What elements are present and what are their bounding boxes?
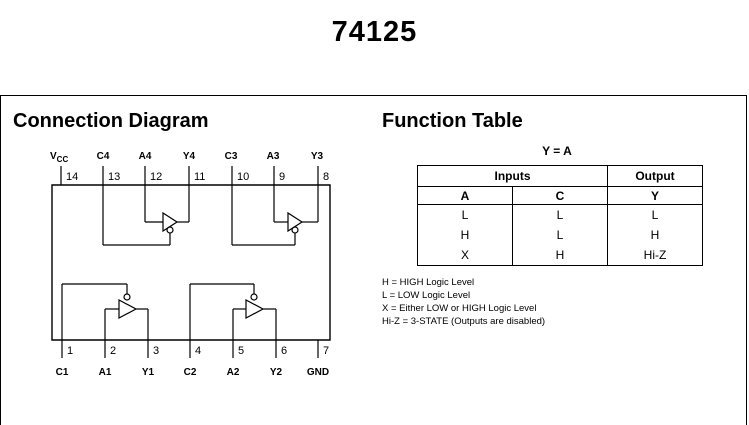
- table-cell: L: [512, 225, 608, 245]
- pin-number: 14: [66, 171, 78, 183]
- pin-number: 1: [67, 345, 73, 357]
- pin-number: 13: [108, 171, 120, 183]
- column-header: C: [512, 186, 608, 205]
- table-cell: L: [417, 204, 513, 225]
- pin-name: A3: [267, 151, 280, 162]
- pin-number: 5: [238, 345, 244, 357]
- pin-name: C2: [184, 367, 197, 378]
- output-header: Output: [607, 165, 703, 187]
- pin-number: 9: [279, 171, 285, 183]
- table-cell: H: [512, 245, 608, 266]
- pin-name: A1: [99, 367, 112, 378]
- pin-number: 4: [195, 345, 201, 357]
- pin-name: A2: [227, 367, 240, 378]
- column-header: Y: [607, 186, 703, 205]
- pin-number: 12: [150, 171, 162, 183]
- legend-item: Hi-Z = 3-STATE (Outputs are disabled): [382, 316, 546, 327]
- pin-name: C3: [225, 151, 238, 162]
- legend-item: X = Either LOW or HIGH Logic Level: [382, 303, 537, 314]
- pin-name: C1: [56, 367, 69, 378]
- column-header: A: [417, 186, 513, 205]
- pin-number: 7: [323, 345, 329, 357]
- pin-name: VCC: [50, 151, 68, 164]
- pin-name: C4: [97, 151, 110, 162]
- frame-top-border: [0, 95, 747, 96]
- function-table: Inputs Output A C Y L L L H L H X H Hi-Z: [417, 165, 703, 266]
- pin-name: Y2: [270, 367, 283, 378]
- table-cell: H: [417, 225, 513, 245]
- logic-equation: Y = A: [542, 144, 572, 158]
- pin-number: 8: [323, 171, 329, 183]
- table-cell: L: [512, 204, 608, 225]
- legend: H = HIGH Logic Level L = LOW Logic Level…: [382, 276, 545, 328]
- pin-name: Y4: [183, 151, 196, 162]
- pin-name: Y3: [311, 151, 324, 162]
- table-row: H L H: [417, 225, 703, 245]
- frame-left-border: [0, 95, 1, 425]
- table-cell: Hi-Z: [607, 245, 703, 266]
- inputs-header: Inputs: [417, 165, 608, 187]
- pin-number: 3: [153, 345, 159, 357]
- legend-item: H = HIGH Logic Level: [382, 277, 475, 288]
- table-row: L L L: [417, 204, 703, 225]
- table-cell: L: [607, 204, 703, 225]
- pin-name: Y1: [142, 367, 155, 378]
- part-number: 74125: [331, 16, 418, 48]
- frame-right-border: [746, 95, 747, 425]
- pin-number: 6: [281, 345, 287, 357]
- table-cell: X: [417, 245, 513, 266]
- function-table-title: Function Table: [382, 110, 523, 132]
- pin-number: 11: [194, 171, 205, 183]
- table-row: X H Hi-Z: [417, 245, 703, 266]
- connection-diagram-title: Connection Diagram: [13, 110, 209, 132]
- pin-number: 2: [110, 345, 116, 357]
- pin-name: A4: [139, 151, 152, 162]
- legend-item: L = LOW Logic Level: [382, 290, 471, 301]
- pin-number: 10: [237, 171, 249, 183]
- pin-name: GND: [307, 367, 329, 378]
- table-cell: H: [607, 225, 703, 245]
